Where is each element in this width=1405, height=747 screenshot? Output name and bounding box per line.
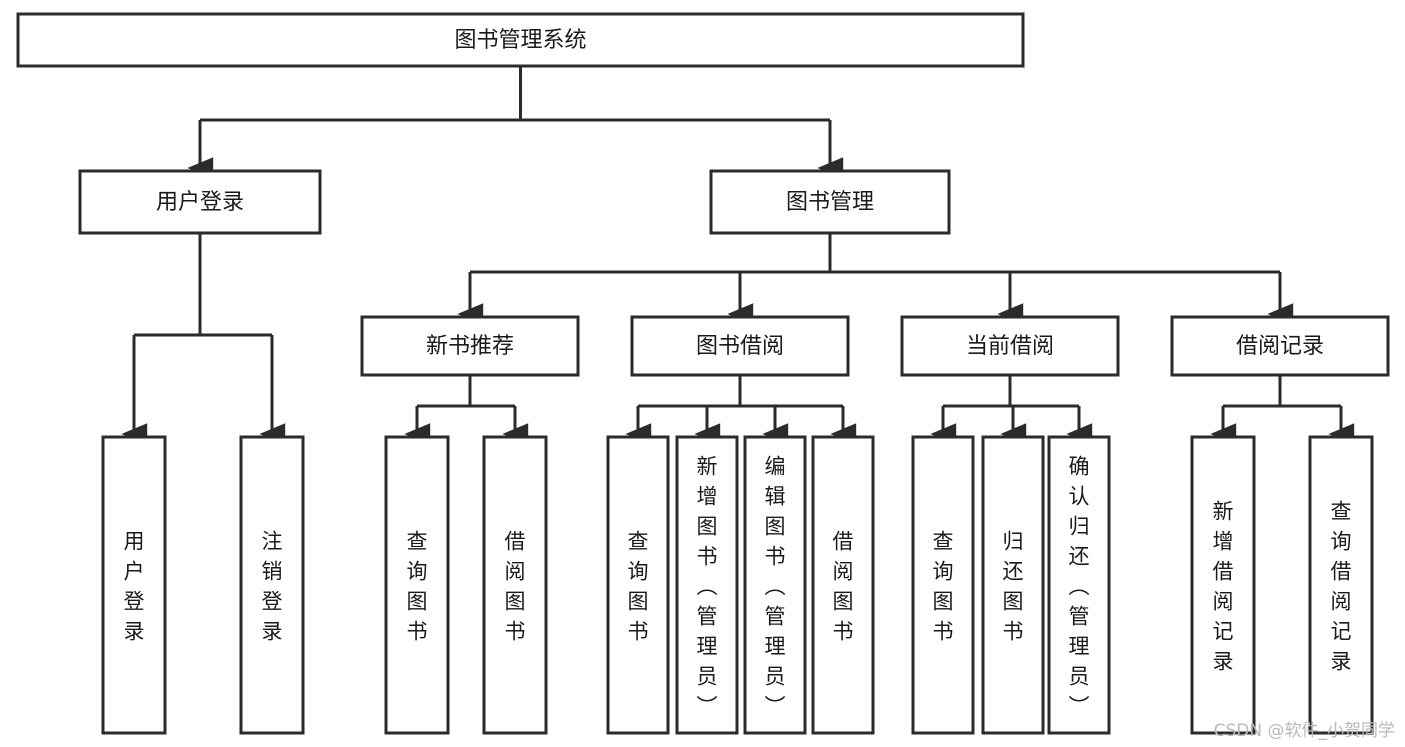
node-user-login[interactable] <box>78 169 322 235</box>
node-new-book-recommendation-label: 新书推荐 <box>426 334 514 359</box>
boxes-layer <box>16 12 1390 735</box>
leaf-add-borrow-record[interactable] <box>1190 435 1256 735</box>
leaf-query-books-recommendation-label: 查询图书 <box>407 529 428 643</box>
leaf-return-books[interactable] <box>981 435 1045 735</box>
leaf-borrow-books-recommendation-label: 借阅图书 <box>505 529 526 643</box>
node-book-borrowing-label: 图书借阅 <box>696 334 784 359</box>
leaf-return-books-label: 归还图书 <box>1003 529 1024 643</box>
node-borrowing-records[interactable] <box>1170 315 1390 377</box>
leaf-edit-book-admin[interactable] <box>743 435 807 735</box>
node-current-borrowing-label: 当前借阅 <box>966 334 1054 359</box>
leaf-add-borrow-record-label: 新增借阅记录 <box>1213 499 1234 673</box>
node-root-book-management-system[interactable] <box>16 12 1025 68</box>
leaf-query-books-borrowing[interactable] <box>606 435 670 735</box>
leaf-query-books-current-label: 查询图书 <box>933 529 954 643</box>
leaf-borrow-books-borrowing-label: 借阅图书 <box>833 529 854 643</box>
node-new-book-recommendation[interactable] <box>360 315 580 377</box>
node-current-borrowing[interactable] <box>900 315 1120 377</box>
leaf-borrow-books-recommendation[interactable] <box>482 435 548 735</box>
leaf-query-books-recommendation[interactable] <box>384 435 450 735</box>
labels-layer: 图书管理系统用户登录图书管理新书推荐图书借阅当前借阅借阅记录用户登录注销登录查询… <box>124 28 1352 718</box>
leaf-logout[interactable] <box>239 435 305 735</box>
leaf-confirm-return-admin[interactable] <box>1047 435 1111 735</box>
leaf-borrow-books-borrowing[interactable] <box>811 435 875 735</box>
leaf-confirm-return-admin-label: 确认归还︵管理员︶ <box>1069 454 1090 718</box>
leaf-logout-label: 注销登录 <box>262 529 283 643</box>
watermark-credit: CSDN @软件_小贺同学 <box>1213 721 1395 741</box>
node-root-book-management-system-label: 图书管理系统 <box>454 28 586 53</box>
node-borrowing-records-label: 借阅记录 <box>1236 334 1324 359</box>
leaf-edit-book-admin-label: 编辑图书︵管理员︶ <box>765 454 786 718</box>
leaf-user-login-label: 用户登录 <box>124 529 145 643</box>
leaf-query-books-borrowing-label: 查询图书 <box>628 529 649 643</box>
node-book-management[interactable] <box>709 169 951 235</box>
leaf-query-borrow-record-label: 查询借阅记录 <box>1331 499 1352 673</box>
connectors-layer <box>121 66 1355 445</box>
leaf-query-books-current[interactable] <box>911 435 975 735</box>
node-book-borrowing[interactable] <box>630 315 850 377</box>
leaf-query-borrow-record[interactable] <box>1308 435 1374 735</box>
leaf-user-login[interactable] <box>101 435 167 735</box>
node-book-management-label: 图书管理 <box>786 190 874 215</box>
node-user-login-label: 用户登录 <box>156 190 244 215</box>
leaf-add-book-admin[interactable] <box>675 435 739 735</box>
leaf-add-book-admin-label: 新增图书︵管理员︶ <box>697 454 718 718</box>
